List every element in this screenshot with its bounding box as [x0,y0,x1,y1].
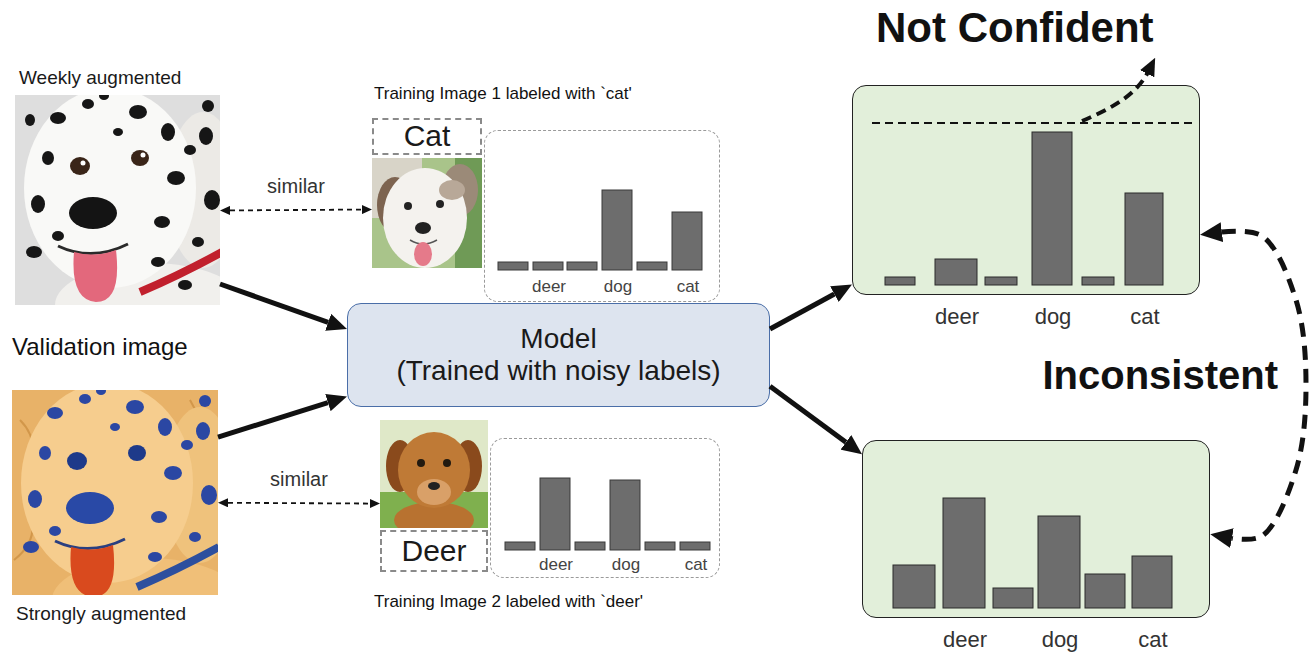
axis-label-holder: cat [1095,304,1195,329]
dog-mouth [58,244,128,254]
noisy-label-holder: Cat [372,118,482,155]
axis-label-holder: deer [499,277,599,297]
edge-label-holder: Inconsistent [1038,352,1282,398]
dog-nose [415,222,431,234]
annotation-title-holder: Not Confident [876,4,1154,52]
annotation-title: Not Confident [876,4,1154,52]
edge-label-holder: similar [266,468,332,491]
edge-label: similar [267,175,325,198]
model-label: (Trained with noisy labels) [396,355,720,387]
flow-arrow [770,386,846,442]
axis-label: cat [685,555,708,575]
image-caption-holder: Strongly augmented [16,603,186,625]
axis-label: dog [1042,627,1079,652]
group-label-holder: Validation image [12,333,188,361]
eye-highlight [81,161,86,166]
dog-tongue [70,545,114,595]
image-caption-holder: Training Image 1 labeled with `cat' [374,84,632,104]
axis-label-holder: cat [646,555,746,575]
axis-label-holder: deer [915,627,1015,652]
image-caption: Weekly augmented [19,67,181,89]
dog-spots [23,390,217,562]
axis-label: dog [612,555,640,575]
dog-nose [69,197,117,229]
dog-head [383,168,467,268]
image-caption: Strongly augmented [16,603,186,625]
dog-collar [140,252,220,292]
noisy-label-holder: Deer [380,530,488,572]
prediction-bars [505,478,710,550]
dog-eye [67,452,87,470]
dog-nose [66,492,114,524]
axis-label-holder: deer [506,555,606,575]
prediction-bars [498,190,702,270]
model-label-holder: Model [520,323,596,355]
axis-label-holder: dog [576,555,676,575]
puppy-nose [428,482,440,490]
axis-label-holder: cat [1103,627,1203,652]
dashed-arrow [230,209,362,212]
augmented-dalmatian-photo [12,390,218,595]
prediction-chart: deer dog cat [490,438,720,578]
image-caption-holder: Training Image 2 labeled with `deer' [374,592,643,612]
puppy-muzzle [417,479,451,505]
dog-spots [25,95,220,290]
image-caption-holder: Weekly augmented [19,67,181,89]
axis-label: cat [1130,304,1159,329]
edge-label: similar [270,468,328,491]
dog-eye [131,150,149,166]
axis-label-holder: deer [907,304,1007,329]
noisy-label: Deer [401,534,466,569]
axis-label-holder: dog [1003,304,1103,329]
puppy-eye [417,459,425,467]
group-label: Validation image [12,333,188,361]
dog-figure [21,390,218,595]
axis-label: dog [1035,304,1072,329]
model-box: Model(Trained with noisy labels) [347,303,770,407]
dog-patch [439,180,465,200]
dog-collar [137,547,218,587]
axis-label-holder: dog [1010,627,1110,652]
flow-arrow [770,294,834,329]
dashed-arrow [228,502,370,505]
axis-label: deer [943,627,987,652]
puppy-head [398,432,470,508]
dog-eye [128,445,146,461]
training-photo [380,420,488,528]
noisy-label: Cat [404,119,451,154]
dog-eye [436,200,444,208]
image-caption: Training Image 2 labeled with `deer' [374,592,643,612]
photo-background [372,158,482,268]
axis-label: deer [539,555,573,575]
model-label: Model [520,323,596,355]
flow-arrow [220,284,328,322]
flow-arrow [218,403,328,438]
axis-label-holder: dog [568,277,668,297]
axis-label: deer [532,277,566,297]
dog-eye [404,202,412,210]
dog-mouth [55,539,125,549]
axis-label-holder: cat [638,277,738,297]
model-label-holder: (Trained with noisy labels) [396,355,720,387]
dog-eye [70,157,90,175]
dalmatian-photo [15,95,220,305]
training-photo [372,158,482,268]
dog-tongue [414,242,432,266]
eye-highlight [141,153,146,158]
axis-label: dog [604,277,632,297]
axis-label: cat [677,277,700,297]
axis-label: deer [935,304,979,329]
dog-tongue [73,250,117,302]
image-caption: Training Image 1 labeled with `cat' [374,84,632,104]
puppy-eye [443,459,451,467]
edge-label-holder: similar [263,175,329,198]
axis-label: cat [1138,627,1167,652]
edge-label: Inconsistent [1042,352,1278,398]
